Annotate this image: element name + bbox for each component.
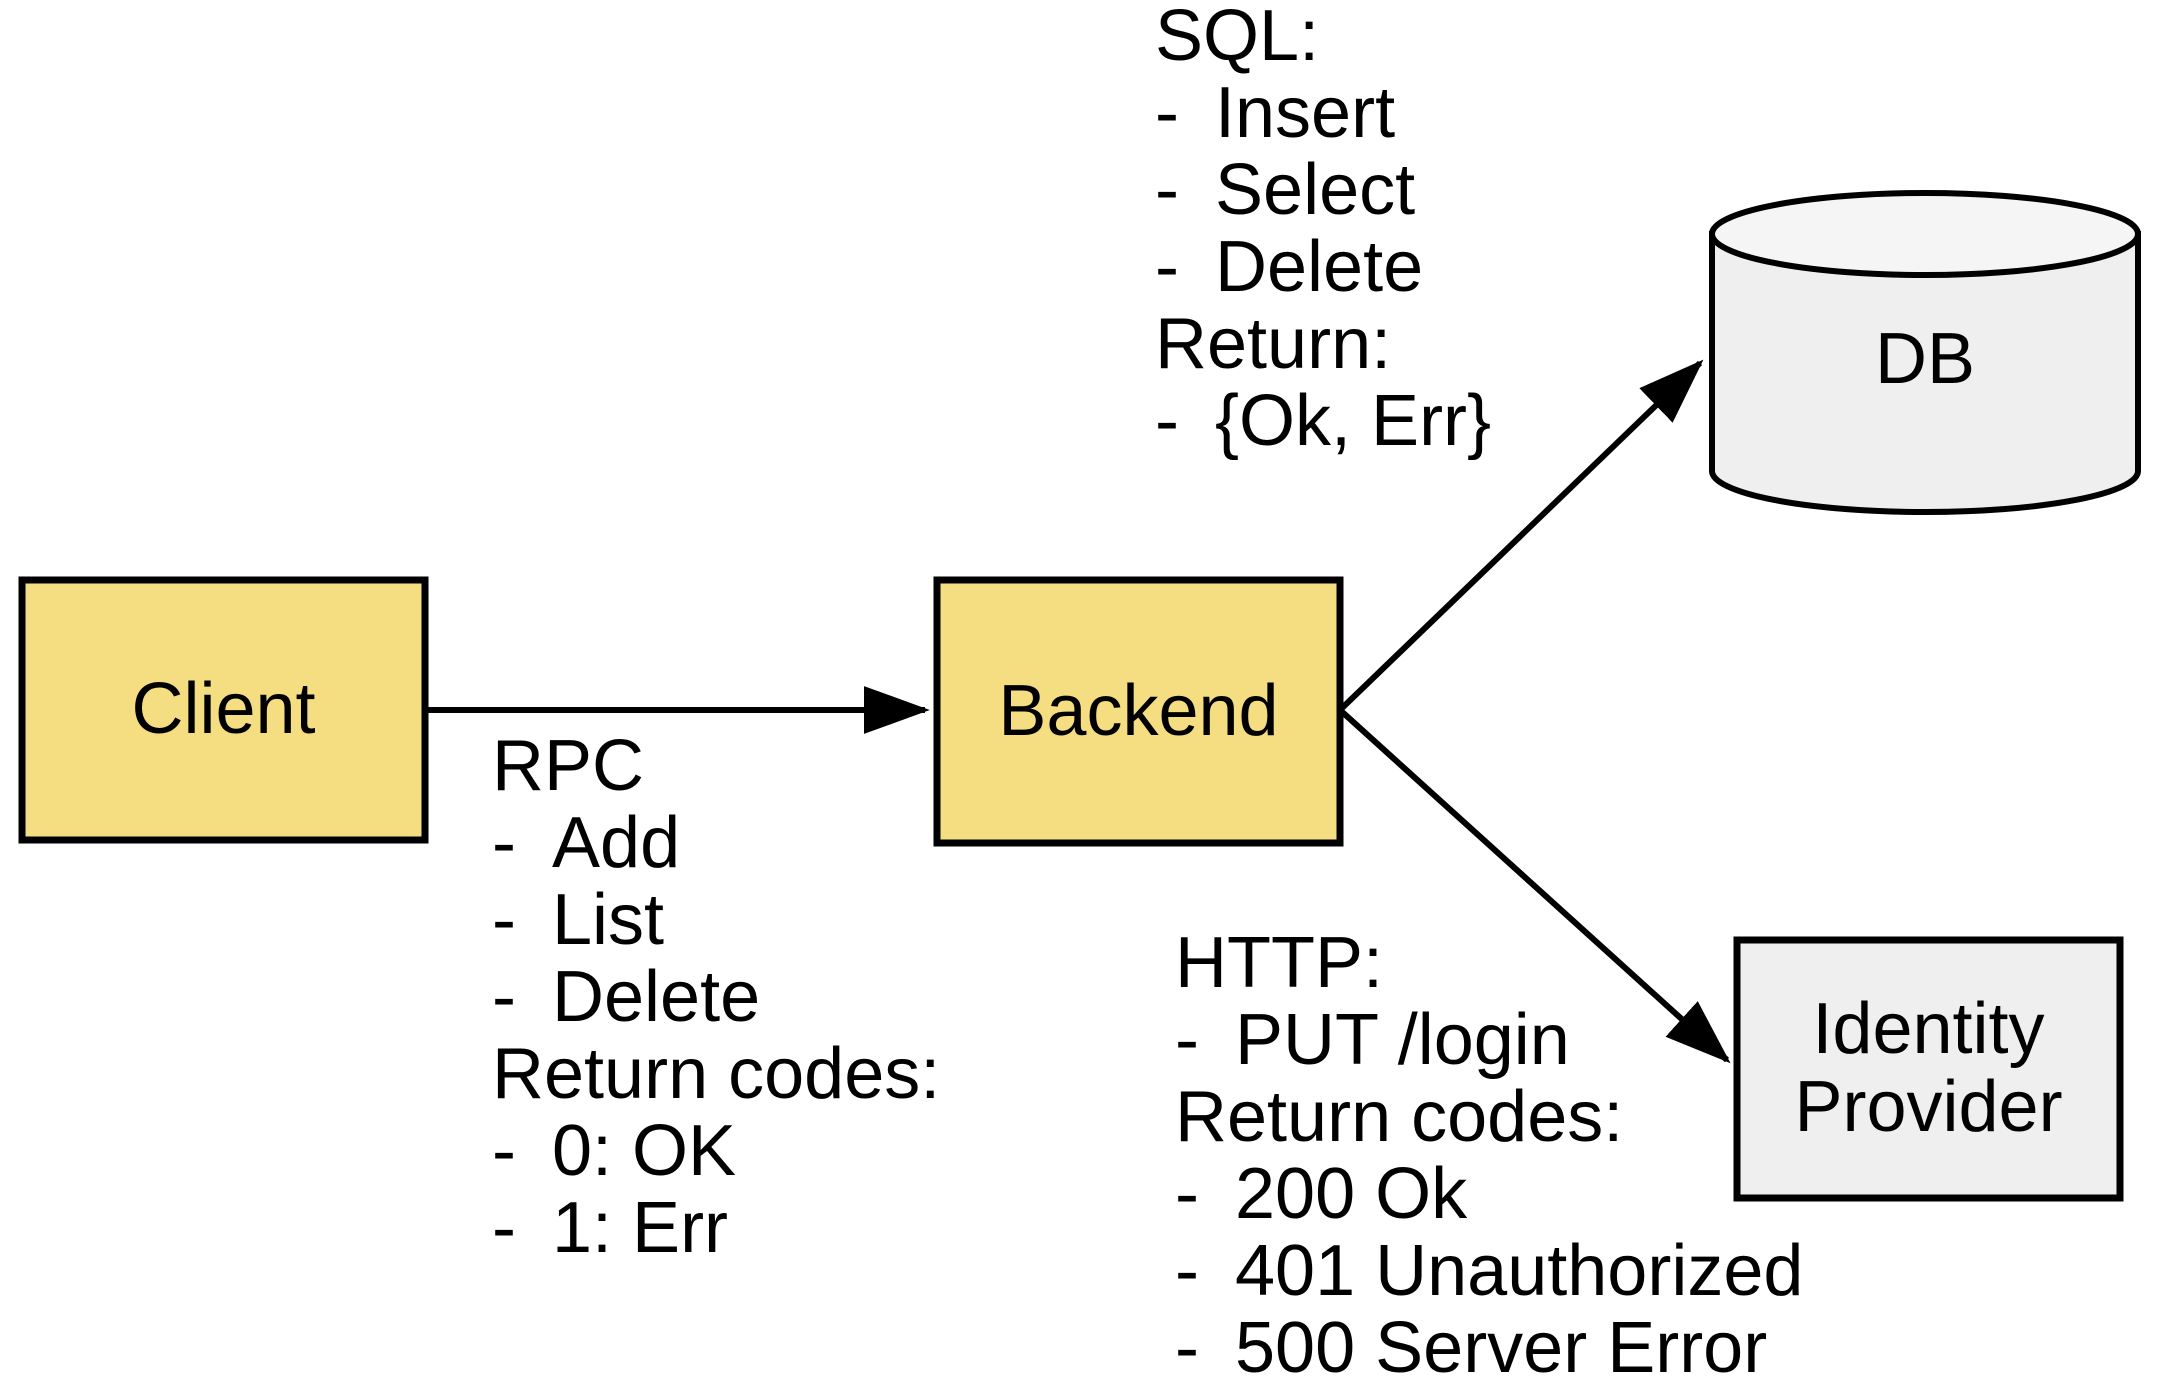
sql-item-label: Select (1215, 150, 1416, 230)
rpc-item-row: -Delete (492, 959, 940, 1036)
rpc-item-row: -List (492, 882, 940, 959)
sql-item-row: -Insert (1155, 75, 1491, 152)
bullet-dash: - (1155, 381, 1179, 461)
http-return-header: Return codes: (1175, 1077, 1624, 1157)
sql-header: SQL: (1155, 0, 1320, 76)
rpc-return-label: 0: OK (552, 1111, 737, 1191)
http-annotation: HTTP: -PUT /login Return codes: -200 Ok … (1175, 925, 1803, 1387)
http-return-row: -401 Unauthorized (1175, 1233, 1803, 1310)
bullet-dash: - (1175, 1154, 1199, 1234)
http-return-label: 200 Ok (1235, 1154, 1468, 1234)
node-client-label: Client (131, 669, 316, 750)
rpc-item-row: -Add (492, 805, 940, 882)
rpc-annotation: RPC -Add -List -Delete Return codes: -0:… (492, 728, 940, 1267)
bullet-dash: - (1155, 227, 1179, 307)
http-return-row: -200 Ok (1175, 1156, 1803, 1233)
sql-item-row: -Select (1155, 152, 1491, 229)
bullet-dash: - (492, 957, 516, 1037)
bullet-dash: - (1175, 1000, 1199, 1080)
sql-item-row: -Delete (1155, 229, 1491, 306)
sql-annotation: SQL: -Insert -Select -Delete Return: -{O… (1155, 0, 1491, 460)
node-identity-provider-label: Identity Provider (1794, 989, 2063, 1147)
rpc-return-header: Return codes: (492, 1034, 941, 1114)
http-return-label: 500 Server Error (1235, 1308, 1768, 1388)
bullet-dash: - (1155, 150, 1179, 230)
sql-return-label: {Ok, Err} (1215, 381, 1492, 461)
rpc-header: RPC (492, 726, 645, 806)
sql-item-label: Insert (1215, 73, 1396, 153)
bullet-dash: - (1175, 1231, 1199, 1311)
rpc-item-label: List (552, 880, 665, 960)
http-item-label: PUT /login (1235, 1000, 1570, 1080)
bullet-dash: - (492, 880, 516, 960)
bullet-dash: - (492, 1188, 516, 1268)
http-header: HTTP: (1175, 923, 1383, 1003)
http-return-row: -500 Server Error (1175, 1310, 1803, 1387)
http-item-row: -PUT /login (1175, 1002, 1803, 1079)
sql-return-row: -{Ok, Err} (1155, 383, 1491, 460)
http-return-label: 401 Unauthorized (1235, 1231, 1804, 1311)
rpc-return-label: 1: Err (552, 1188, 729, 1268)
node-db-label: DB (1874, 319, 1976, 400)
rpc-return-row: -1: Err (492, 1190, 940, 1267)
rpc-item-label: Delete (552, 957, 761, 1037)
bullet-dash: - (492, 1111, 516, 1191)
bullet-dash: - (492, 803, 516, 883)
sql-return-header: Return: (1155, 304, 1392, 384)
node-backend-label: Backend (998, 670, 1279, 751)
sql-item-label: Delete (1215, 227, 1424, 307)
rpc-return-row: -0: OK (492, 1113, 940, 1190)
rpc-item-label: Add (552, 803, 681, 883)
bullet-dash: - (1175, 1308, 1199, 1388)
bullet-dash: - (1155, 73, 1179, 153)
